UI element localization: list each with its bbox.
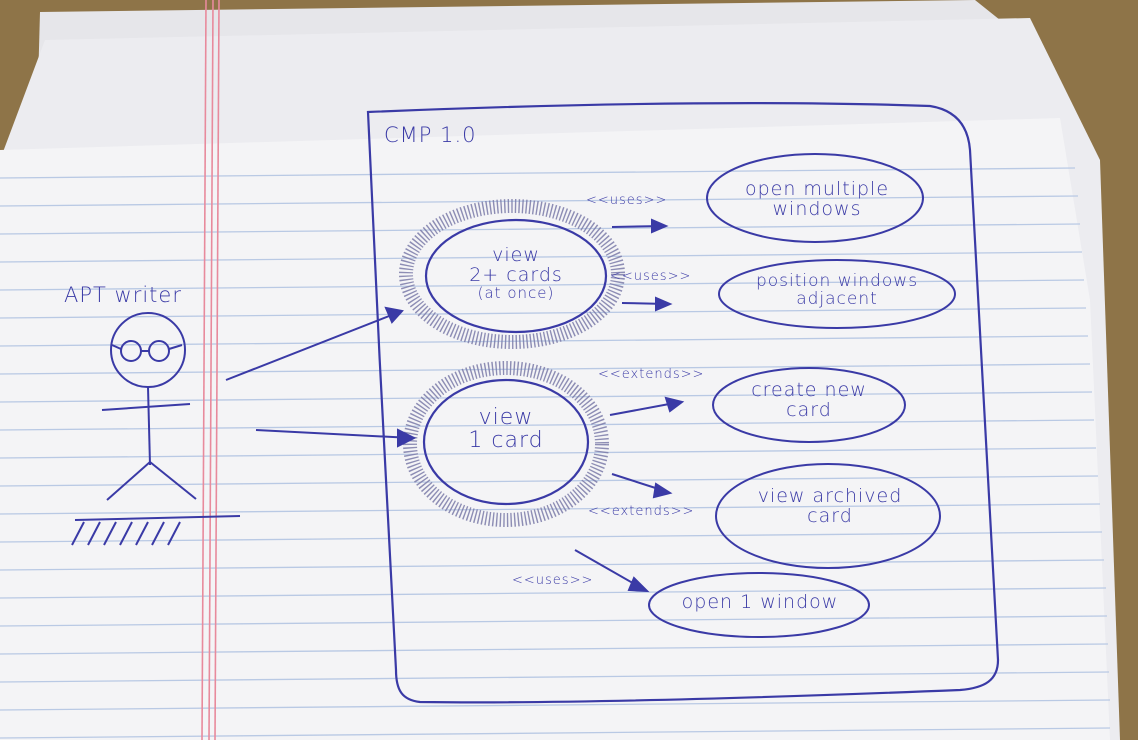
use-case-open-multiple-shape (706, 153, 924, 243)
use-case-view-one[interactable]: view 1 card (436, 406, 576, 452)
use-case-position-windows-line2: adjacent (796, 288, 878, 309)
system-title: CMP 1.0 (384, 123, 477, 147)
use-case-view-archived-shape (715, 463, 941, 569)
relation-arrows (574, 218, 685, 593)
paper-sheet-front (0, 118, 1110, 740)
hatch-view-one (403, 361, 609, 527)
use-case-open-one-window-line1: open 1 window (681, 591, 839, 613)
use-case-view-one-shape (422, 378, 590, 506)
use-case-view-multiple-shape (424, 218, 608, 334)
use-case-open-multiple-line2: windows (772, 197, 862, 220)
use-case-open-multiple-line1: open multiple (744, 178, 890, 200)
actor-label: APT writer (64, 283, 182, 307)
use-case-create-card-shape (712, 367, 906, 443)
use-case-view-one-line1: view (478, 405, 534, 430)
relation-label-uses-2: <<uses>> (610, 269, 692, 284)
use-case-position-windows[interactable]: position windows adjacent (722, 271, 952, 309)
use-case-view-multiple[interactable]: view 2+ cards (at once) (436, 244, 596, 302)
hatch-view-multiple (399, 199, 625, 349)
actor-associations (225, 306, 417, 448)
use-case-create-card-line2: card (786, 398, 832, 421)
system-boundary (366, 102, 1000, 704)
use-case-open-multiple-windows[interactable]: open multiple windows (717, 178, 917, 220)
use-case-position-windows-line1: position windows (755, 271, 919, 291)
actor-stick-figure (71, 312, 241, 546)
use-case-create-card-line1: create new (751, 379, 867, 401)
relation-label-extends-1: <<extends>> (598, 367, 705, 382)
use-case-create-new-card[interactable]: create new card (724, 379, 894, 421)
use-case-position-windows-shape (718, 259, 956, 329)
use-case-view-archived-card[interactable]: view archived card (730, 485, 930, 527)
use-case-open-one-window-shape (648, 572, 870, 638)
use-case-view-archived-line2: card (807, 504, 853, 527)
use-case-open-one-window[interactable]: open 1 window (660, 591, 860, 613)
use-case-view-archived-line1: view archived (757, 485, 903, 507)
relation-label-extends-2: <<extends>> (588, 504, 695, 519)
use-case-view-one-line2: 1 card (468, 428, 544, 454)
relation-label-uses-1: <<uses>> (586, 193, 668, 208)
use-case-view-multiple-line3: (at once) (477, 283, 555, 302)
use-case-view-multiple-line2: 2+ cards (469, 263, 563, 286)
relation-label-uses-3: <<uses>> (512, 573, 594, 588)
use-case-view-multiple-line1: view (492, 244, 540, 266)
margin-lines (201, 0, 220, 740)
